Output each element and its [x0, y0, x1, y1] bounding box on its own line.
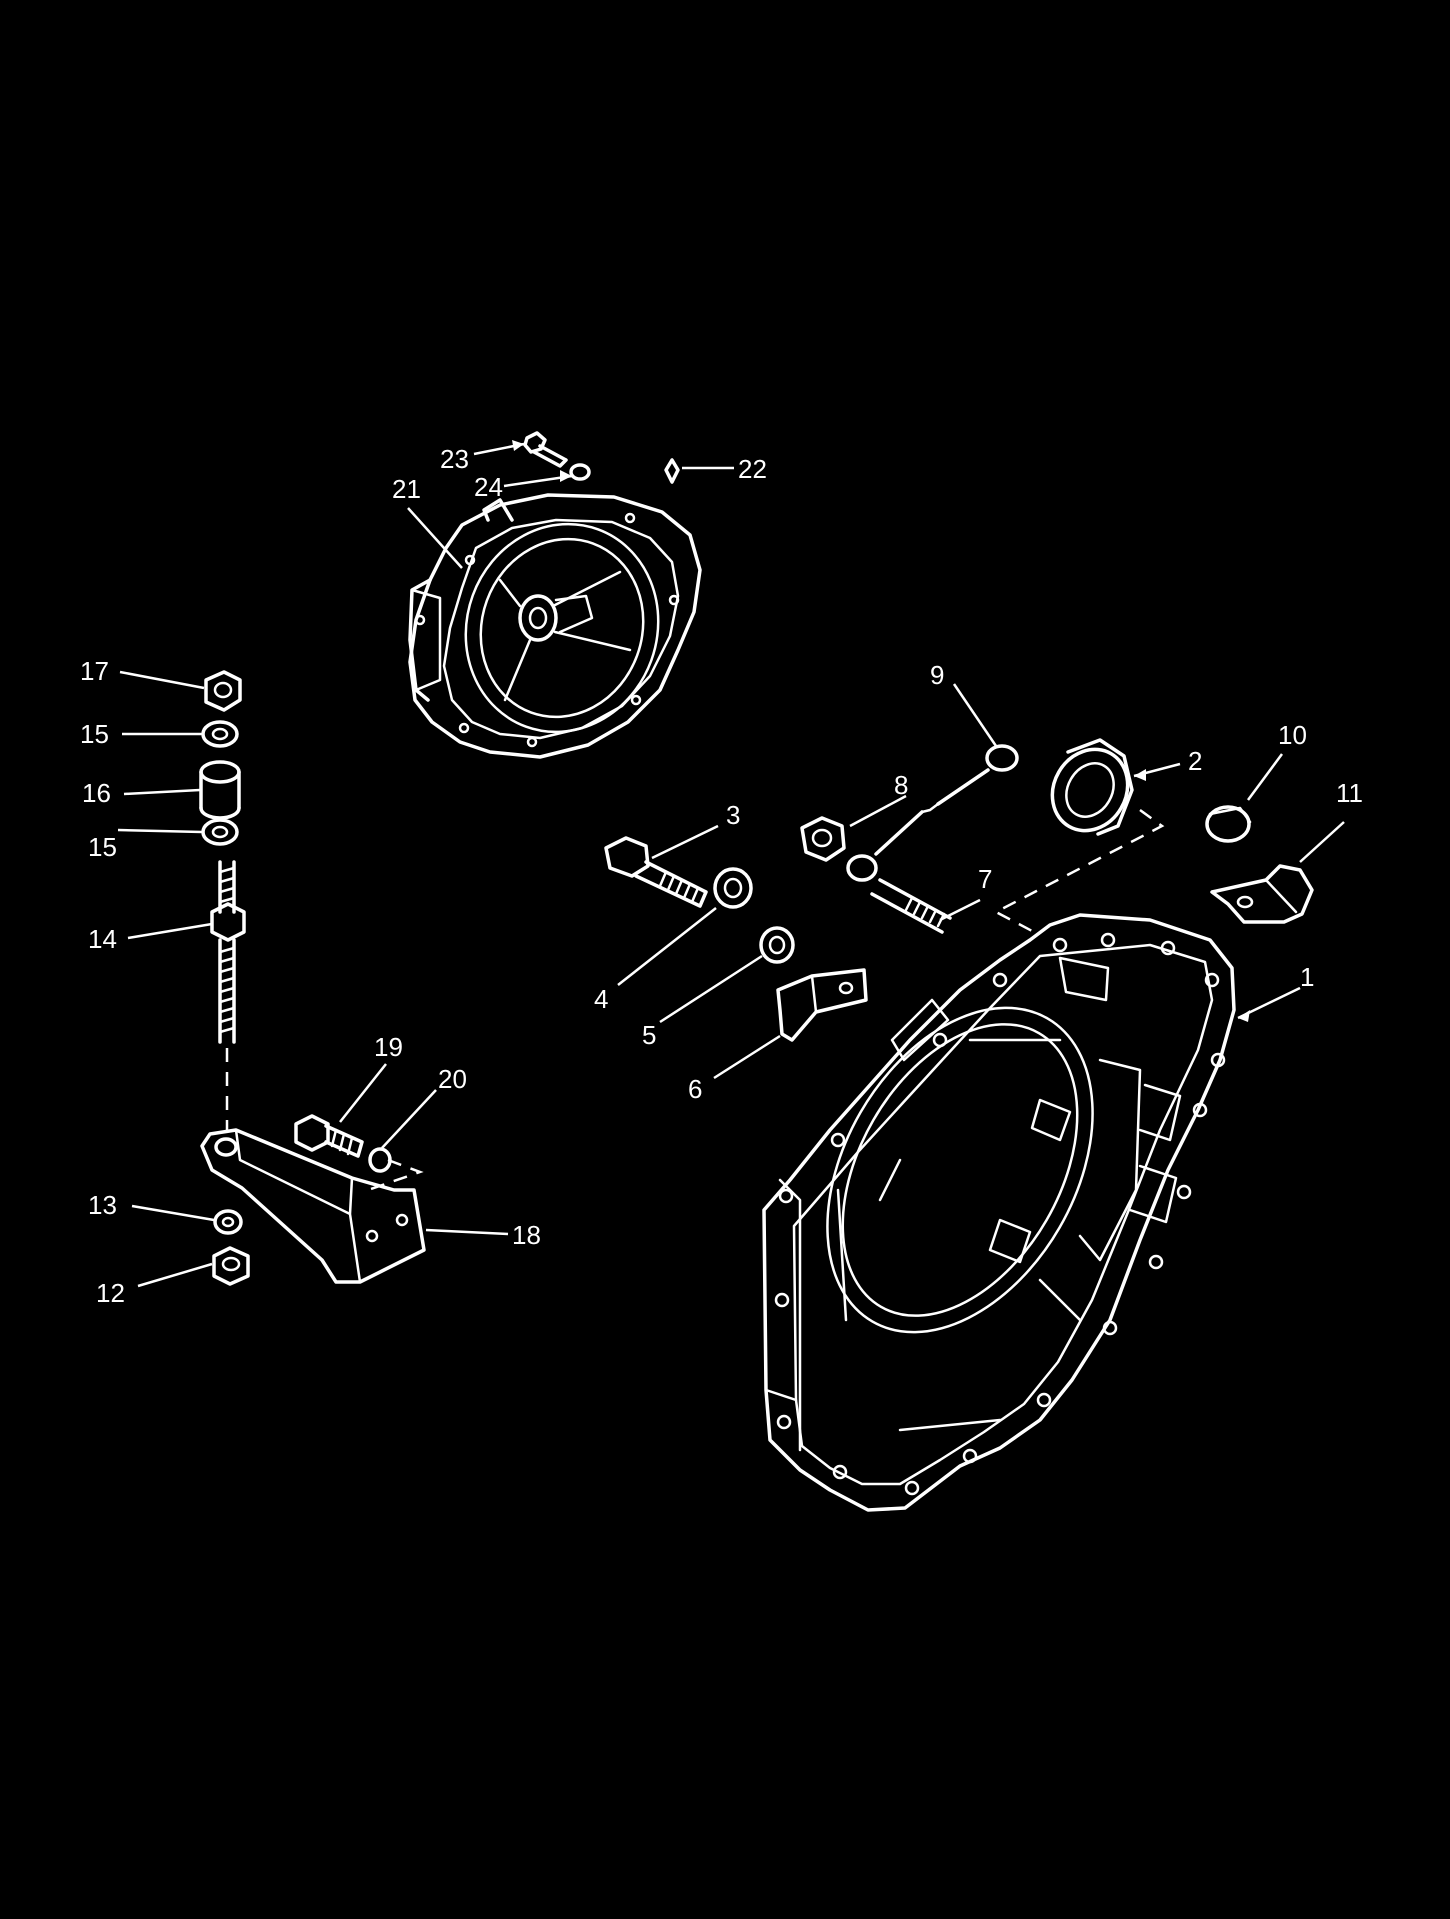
part-6-clamp	[776, 968, 868, 1042]
callout-11: 11	[1336, 778, 1363, 808]
part-22-fitting	[664, 458, 680, 484]
part-8-nut	[800, 816, 846, 862]
part-14-mount-stud	[210, 860, 246, 1044]
part-2-seal	[1050, 738, 1134, 836]
part-24-washer	[569, 463, 591, 481]
part-20-lockwasher	[368, 1147, 392, 1173]
callout-12: 12	[96, 1278, 125, 1308]
callout-15-upper: 15	[80, 719, 109, 749]
part-15-washer-lower	[201, 818, 239, 846]
alignment-lines	[225, 808, 1165, 1192]
part-23-bolt	[523, 431, 568, 468]
callout-labels: 1 2 3 4 5 6 7 8 9 10 11 12 13 14 15 15 1…	[80, 444, 1363, 1308]
callout-17: 17	[80, 656, 109, 686]
part-11-clip	[1210, 864, 1314, 924]
part-17-nut	[204, 670, 242, 712]
callout-8: 8	[894, 770, 908, 800]
part-16-spacer	[199, 760, 241, 820]
part-3-bolt	[604, 836, 708, 908]
part-1-flywheel-housing	[762, 913, 1236, 1512]
callout-7: 7	[978, 864, 992, 894]
callout-18: 18	[512, 1220, 541, 1250]
callout-2: 2	[1188, 746, 1202, 776]
part-9-ground-strap	[846, 744, 1019, 882]
callout-9: 9	[930, 660, 944, 690]
callout-16: 16	[82, 778, 111, 808]
part-7-stud	[870, 878, 952, 934]
callout-3: 3	[726, 800, 740, 830]
part-5-washer	[759, 926, 795, 964]
callout-22: 22	[738, 454, 767, 484]
part-21-adapter-plate	[408, 493, 702, 759]
part-12-nut	[212, 1246, 250, 1286]
part-15-washer-upper	[201, 720, 239, 748]
callout-14: 14	[88, 924, 117, 954]
part-19-bolt	[294, 1114, 364, 1158]
callout-24: 24	[474, 472, 503, 502]
part-10-plug	[1205, 805, 1252, 843]
callout-23: 23	[440, 444, 469, 474]
part-18-bracket	[200, 1128, 426, 1284]
part-4-washer	[713, 867, 753, 909]
callout-20: 20	[438, 1064, 467, 1094]
callout-15-lower: 15	[88, 832, 117, 862]
callout-1: 1	[1300, 962, 1314, 992]
callout-5: 5	[642, 1020, 656, 1050]
callout-6: 6	[688, 1074, 702, 1104]
callout-4: 4	[594, 984, 608, 1014]
leader-lines	[117, 440, 1345, 1288]
callout-10: 10	[1278, 720, 1307, 750]
callout-13: 13	[88, 1190, 117, 1220]
part-13-washer	[213, 1209, 243, 1235]
callout-19: 19	[374, 1032, 403, 1062]
callout-21: 21	[392, 474, 421, 504]
